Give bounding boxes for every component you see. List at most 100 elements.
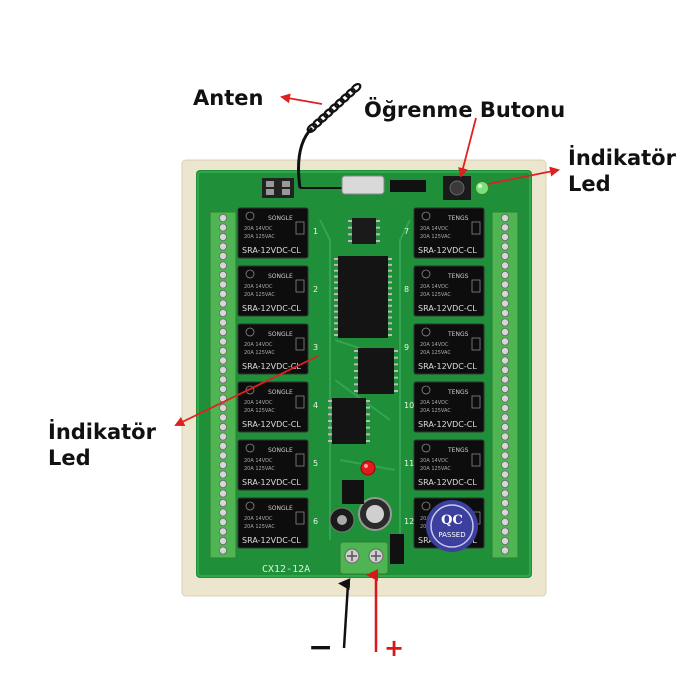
terminal-screw xyxy=(500,318,509,327)
ic-top xyxy=(352,218,376,244)
terminal-screw xyxy=(500,242,509,251)
relay-rating-1: 20A 14VDC xyxy=(420,458,449,464)
relay-number-left: 6 xyxy=(313,517,318,526)
relay-rating-2: 20A 125VAC xyxy=(244,234,275,240)
terminal-screw xyxy=(218,498,227,507)
terminal-screw xyxy=(218,318,227,327)
relay-model: SRA-12VDC-CL xyxy=(242,478,301,487)
terminal-screw xyxy=(500,308,509,317)
terminal-screw xyxy=(218,432,227,441)
relay-rating-2: 20A 125VAC xyxy=(244,466,275,472)
label-indicator-right-1: İndikatör xyxy=(568,146,676,170)
regulator xyxy=(342,480,364,504)
qc-sticker: QC PASSED xyxy=(426,500,478,552)
terminal-screw xyxy=(500,365,509,374)
relay-number-left: 1 xyxy=(313,227,318,236)
terminal-screw xyxy=(218,518,227,527)
relay: SONGLE 20A 14VDC 20A 125VAC SRA-12VDC-CL xyxy=(237,207,309,259)
relay-model: SRA-12VDC-CL xyxy=(242,536,301,545)
terminal-screw xyxy=(500,422,509,431)
label-indicator-right-2: Led xyxy=(568,172,611,196)
terminal-screw xyxy=(218,346,227,355)
terminal-screw xyxy=(500,356,509,365)
terminal-screw xyxy=(218,337,227,346)
relay-rating-1: 20A 14VDC xyxy=(244,226,273,232)
terminal-screw xyxy=(500,213,509,222)
learn-button[interactable] xyxy=(443,176,471,200)
power-terminal xyxy=(339,541,389,575)
relay-number-left: 2 xyxy=(313,285,318,294)
board-model: CX12-12A xyxy=(262,564,310,575)
terminal-screw xyxy=(500,346,509,355)
relay-rating-2: 20A 125VAC xyxy=(420,466,451,472)
relay-brand: SONGLE xyxy=(268,215,293,222)
relay-model: SRA-12VDC-CL xyxy=(418,362,477,371)
relay-brand: TENGS xyxy=(447,447,469,454)
terminal-screw xyxy=(500,527,509,536)
terminal-screw xyxy=(500,460,509,469)
relay-model: SRA-12VDC-CL xyxy=(418,478,477,487)
terminal-screw xyxy=(218,413,227,422)
terminal-screw xyxy=(500,261,509,270)
relay-rating-2: 20A 125VAC xyxy=(420,234,451,240)
qc-passed-text: PASSED xyxy=(438,531,465,539)
relay-rating-1: 20A 14VDC xyxy=(420,400,449,406)
terminal-screw xyxy=(218,384,227,393)
terminal-screw xyxy=(218,479,227,488)
terminal-block-right xyxy=(491,211,519,559)
relay-rating-1: 20A 14VDC xyxy=(244,400,273,406)
label-indicator-left-2: Led xyxy=(48,446,91,470)
relay-number-left: 4 xyxy=(313,401,318,410)
terminal-screw xyxy=(218,441,227,450)
terminal-screw xyxy=(500,251,509,260)
label-learn-button: Öğrenme Butonu xyxy=(364,98,566,122)
terminal-screw xyxy=(500,289,509,298)
terminal-screw xyxy=(218,232,227,241)
relay-model: SRA-12VDC-CL xyxy=(242,304,301,313)
relay-model: SRA-12VDC-CL xyxy=(418,246,477,255)
terminal-screw xyxy=(218,365,227,374)
terminal-screw xyxy=(218,327,227,336)
terminal-screw xyxy=(218,289,227,298)
relay-number-right: 7 xyxy=(404,227,409,236)
relay-rating-2: 20A 125VAC xyxy=(420,292,451,298)
terminal-screw xyxy=(218,422,227,431)
terminal-screw xyxy=(218,546,227,555)
ic-low xyxy=(332,398,366,444)
relay-brand: TENGS xyxy=(447,331,469,338)
relay-rating-2: 20A 125VAC xyxy=(244,408,275,414)
terminal-screw xyxy=(500,432,509,441)
arrow-indicator-left xyxy=(174,355,319,427)
terminal-screw xyxy=(218,299,227,308)
arrow-antenna xyxy=(280,93,323,105)
terminal-screw xyxy=(218,251,227,260)
terminal-screw xyxy=(500,327,509,336)
terminal-screw xyxy=(500,337,509,346)
indicator-led-green xyxy=(474,180,490,196)
terminal-screw xyxy=(500,479,509,488)
ic-main xyxy=(338,256,388,338)
terminal-screw xyxy=(500,299,509,308)
relay-brand: SONGLE xyxy=(268,273,293,280)
relay-rating-2: 20A 125VAC xyxy=(244,524,275,530)
wire-negative xyxy=(338,578,351,649)
qc-text: QC xyxy=(441,513,463,528)
terminal-screw xyxy=(500,470,509,479)
label-antenna: Anten xyxy=(193,86,264,110)
terminal-screw xyxy=(500,413,509,422)
relay-rating-2: 20A 125VAC xyxy=(420,408,451,414)
relay-rating-2: 20A 125VAC xyxy=(420,350,451,356)
relay: TENGS 20A 14VDC 20A 125VAC SRA-12VDC-CL xyxy=(413,439,485,491)
relay-rating-2: 20A 125VAC xyxy=(244,350,275,356)
label-minus: − xyxy=(308,630,334,665)
terminal-screw xyxy=(500,498,509,507)
relay-number-right: 11 xyxy=(404,459,414,468)
capacitor-large xyxy=(358,497,392,531)
relay-model: SRA-12VDC-CL xyxy=(242,246,301,255)
